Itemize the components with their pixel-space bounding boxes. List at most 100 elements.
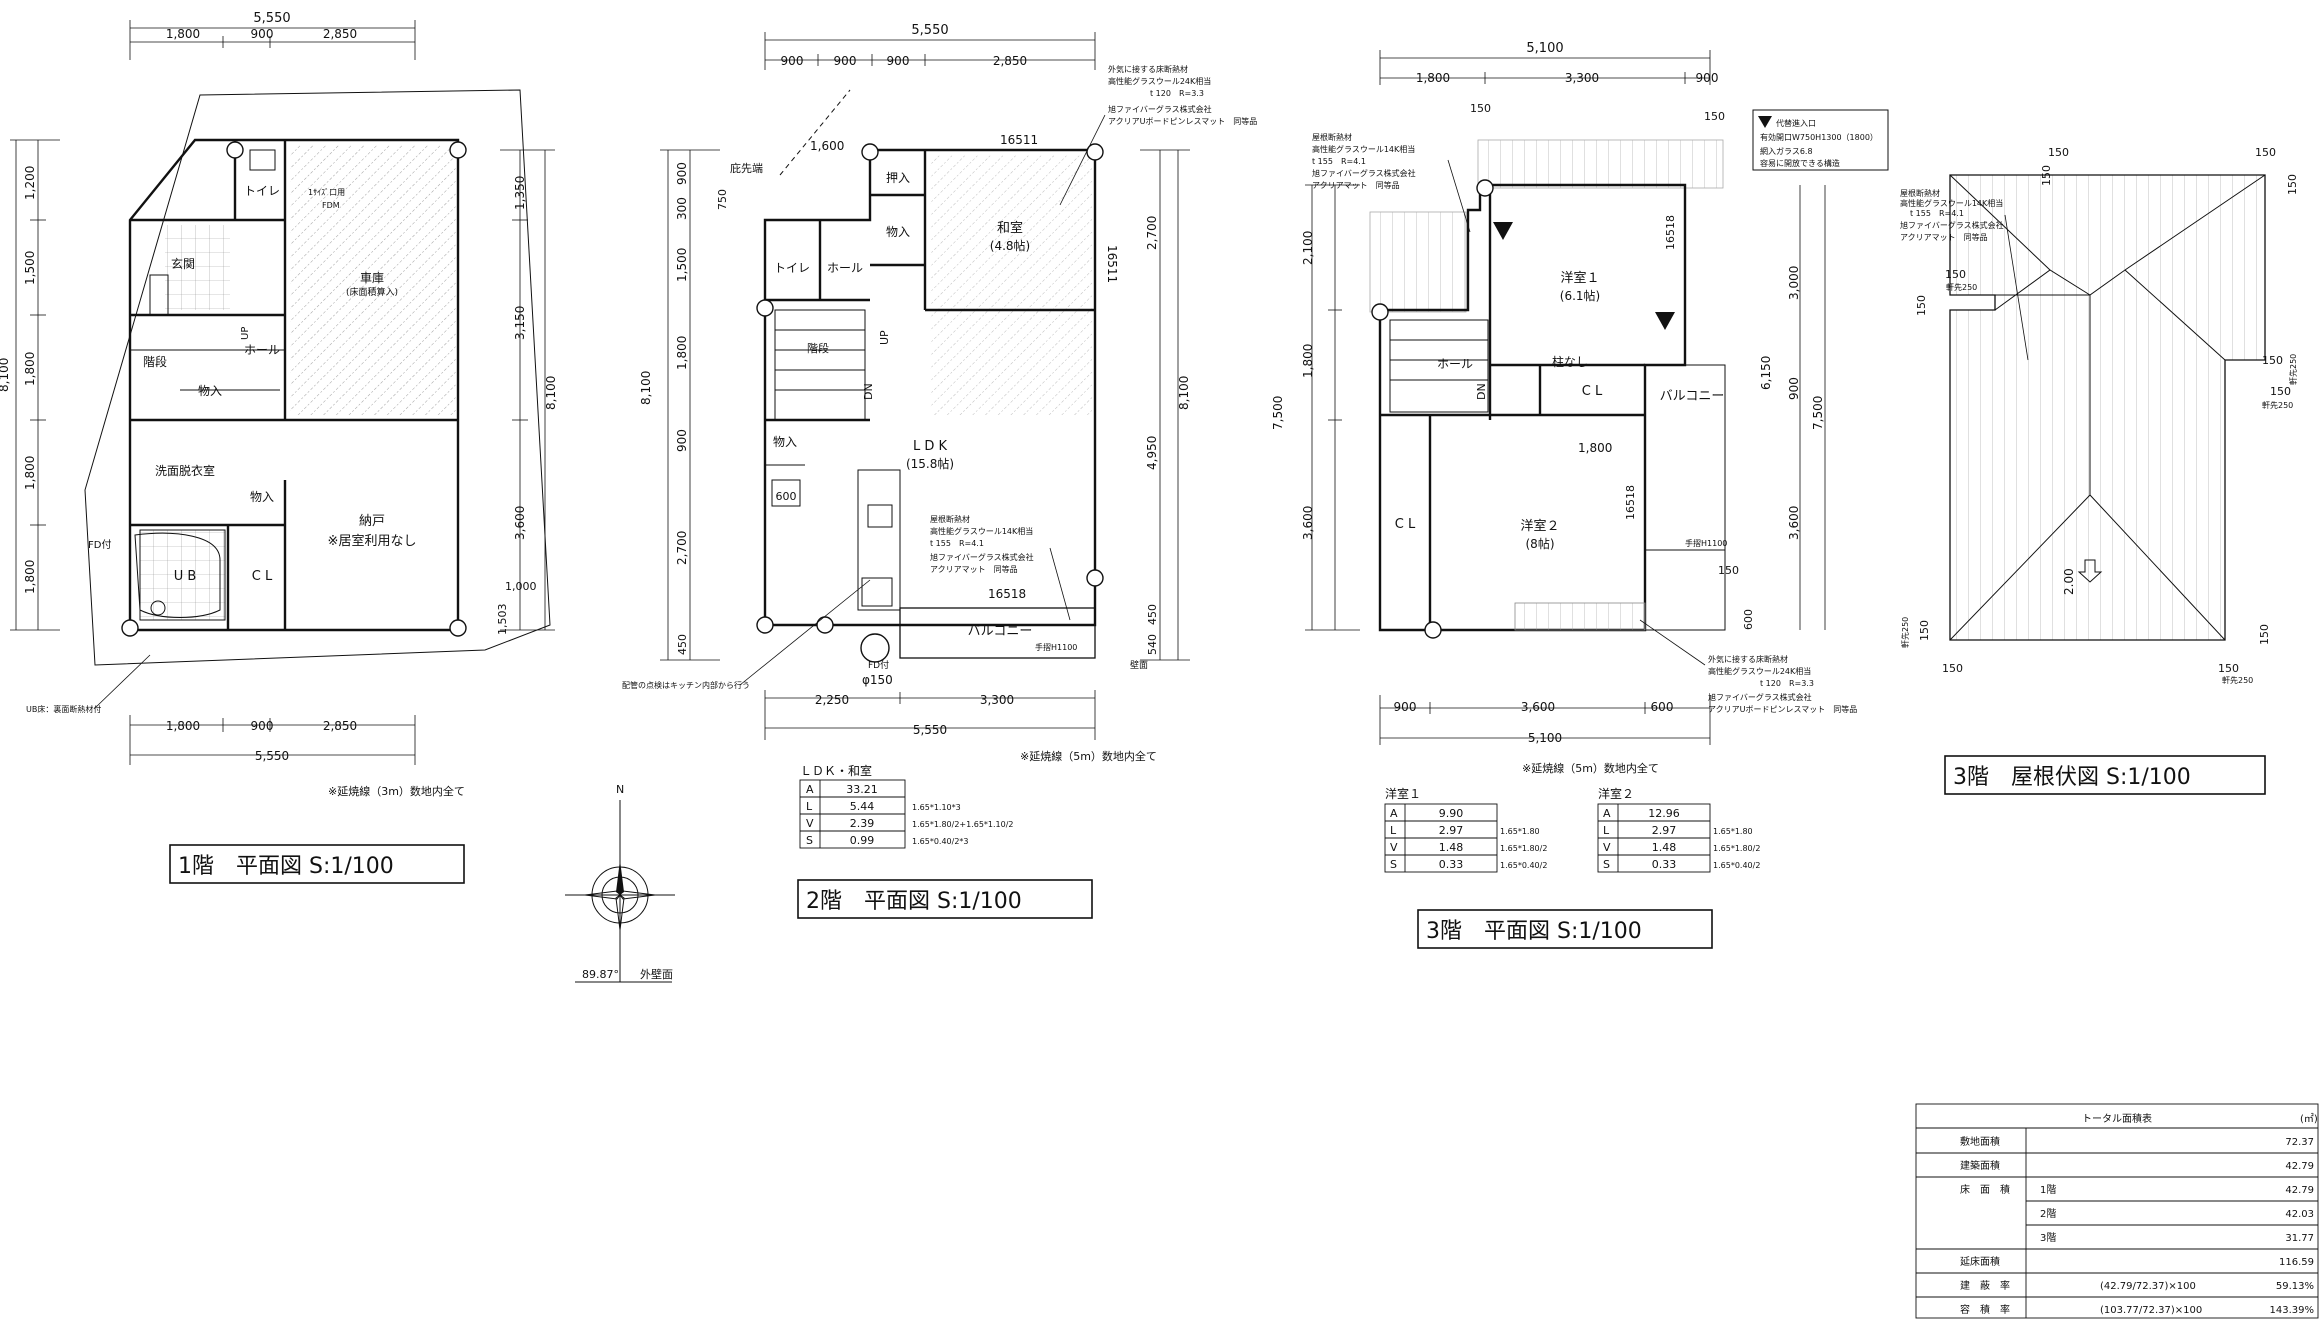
f3-note-1: 高性能グラスウール14K相当: [1312, 144, 1415, 154]
f3-room-youshitsu1-size: (6.1帖): [1560, 288, 1600, 303]
f3-room-balcony: バルコニー: [1660, 389, 1725, 404]
f1-room-nando: 納戸: [359, 514, 385, 529]
f2-left-dim-2: 300: [675, 197, 689, 220]
f3-t2-f3: 1.65*0.40/2: [1713, 861, 1760, 870]
roof-150-7: 150: [2262, 354, 2283, 367]
f2-top-total: 5,550: [911, 23, 948, 38]
f3-right-dim-3: 3,600: [1787, 506, 1801, 540]
floor3-plan: 5,100 1,800 3,300 900 150 150 洋室１ (6.1帖)…: [1271, 41, 1889, 949]
f3-bottom-dim-3: 600: [1651, 700, 1674, 714]
f3-mark-600: 600: [1742, 609, 1755, 630]
f1-right-dim-3: 3,600: [513, 506, 527, 540]
f3-room-youshitsu2: 洋室２: [1520, 518, 1559, 534]
f2-note-4: アクリアUボードピンレスマット 同等品: [1108, 116, 1257, 126]
floor2-plan: 5,550 900 900 900 2,850 1,600 庇先端: [622, 23, 1257, 919]
roof-note-1: 高性能グラスウール14K相当: [1900, 198, 2003, 208]
area-r1-label: 建築面積: [1960, 1159, 2000, 1172]
f2-t-k1: L: [806, 800, 813, 813]
roof-note-3: 旭ファイバーグラス株式会社: [1900, 220, 2004, 230]
f3-t1-title: 洋室１: [1385, 786, 1421, 801]
f2-t-f1: 1.65*1.10*3: [912, 803, 961, 812]
f1-room-hall: ホール: [244, 343, 280, 357]
f3-right-dim-2: 900: [1787, 377, 1801, 400]
roof-150-11: 150: [1942, 662, 1963, 675]
roof-150-9: 150: [1918, 620, 1931, 641]
roof-note-4: アクリアマット 同等品: [1900, 232, 1988, 242]
roof-note-0: 屋根断熱材: [1900, 188, 1940, 198]
f2-room-oshiire: 押入: [886, 171, 910, 185]
f3-legend-3: 容易に開放できる構造: [1760, 158, 1840, 168]
f3-table-2: 洋室２ A 12.96 L 2.97 1.65*1.80 V 1.48 1.65…: [1597, 786, 1760, 873]
f2-note-7: t 155 R=4.1: [930, 539, 984, 548]
f2-t-f2: 1.65*1.80/2+1.65*1.10/2: [912, 820, 1014, 829]
f2-t-v1: 5.44: [850, 800, 875, 813]
area-r6-label: 建 蔽 率: [1960, 1279, 2010, 1292]
f1-bottom-dim-1: 1,800: [166, 719, 200, 733]
f3-table-1: 洋室１ A 9.90 L 2.97 1.65*1.80 V 1.48 1.65*…: [1384, 786, 1547, 873]
f2-mark-fd: FD付: [868, 660, 889, 671]
area-r7-formula: (103.77/72.37)×100: [2100, 1305, 2202, 1316]
f3-left-dim-2: 1,800: [1301, 344, 1315, 378]
f1-left-dim-5: 1,800: [23, 560, 37, 594]
f2-insulation-note-bottom: 屋根断熱材 高性能グラスウール14K相当 t 155 R=4.1 旭ファイバーグ…: [930, 514, 1071, 621]
f1-left-total: 8,100: [0, 358, 11, 392]
area-r7-label: 容 積 率: [1960, 1303, 2010, 1316]
f3-left-dim-1: 2,100: [1301, 231, 1315, 265]
area-r3-sub: 2階: [2040, 1208, 2056, 1220]
f2-mark-phi: φ150: [862, 673, 893, 687]
f3-mark-dn: DN: [1475, 383, 1488, 400]
f2-mark-eave: 庇先端: [730, 161, 763, 175]
f3-right-dim-1: 3,000: [1787, 266, 1801, 300]
f2-top-dim-1: 900: [781, 54, 804, 68]
f3-mark-handrail: 手摺H1100: [1685, 538, 1727, 548]
compass-angle: 89.87°: [582, 968, 619, 981]
f2-t-v0: 33.21: [846, 783, 878, 796]
area-r4-sub: 3階: [2040, 1232, 2056, 1244]
f1-room-cl: C L: [252, 569, 273, 584]
area-r3-value: 42.03: [2285, 1209, 2314, 1220]
f3-room-nopillar: 柱なし: [1552, 354, 1588, 369]
f3-top-dim-1: 1,800: [1416, 71, 1450, 85]
total-area-table: トータル面積表 (㎡) 敷地面積 72.37 建築面積 42.79 床 面 積 …: [1915, 1103, 2319, 1319]
f2-left-dim-5: 900: [675, 429, 689, 452]
f2-note-10: 配管の点検はキッチン内部から行う: [622, 680, 750, 690]
area-title: トータル面積表: [2082, 1112, 2152, 1125]
f3-floor-insulation-note: 外気に接する床断熱材 高性能グラスウール24K相当 t 120 R=3.3 旭フ…: [1639, 619, 1857, 714]
f2-note-0: 外気に接する床断熱材: [1108, 64, 1188, 74]
f2-note-6: 高性能グラスウール14K相当: [930, 526, 1033, 536]
area-r4-value: 31.77: [2285, 1233, 2314, 1244]
f2-mark-up: UP: [878, 330, 891, 345]
f3-t1-f2: 1.65*1.80/2: [1500, 844, 1547, 853]
f2-note: ※延焼線（5m）数地内全て: [1020, 749, 1157, 763]
f3-note-9: アクリアUボードピンレスマット 同等品: [1708, 704, 1857, 714]
roof-plan: 2.00 屋根断熱材 高性能グラスウール14K相当 t 155 R=4.1 旭フ…: [1900, 146, 2299, 795]
f3-mark-1800: 1,800: [1578, 441, 1612, 455]
f3-right-total: 7,500: [1811, 396, 1825, 430]
f1-room-genkan: 玄関: [171, 256, 195, 271]
f2-right-dim-3: 450: [1146, 604, 1159, 625]
f3-legend-0: 代替進入口: [1776, 118, 1816, 128]
area-r0-value: 72.37: [2285, 1137, 2314, 1148]
f2-note-8: 旭ファイバーグラス株式会社: [930, 552, 1034, 562]
f2-area-table: ＬＤＫ・和室 A 33.21 L 5.44 1.65*1.10*3 V 2.39…: [799, 763, 1014, 849]
f3-room-cl2: C L: [1395, 517, 1416, 532]
f1-mark-up: UP: [240, 327, 251, 340]
f3-t1-k2: V: [1390, 841, 1398, 854]
f1-left-dim-2: 1,500: [23, 251, 37, 285]
area-unit: (㎡): [2300, 1113, 2318, 1125]
f2-t-v2: 2.39: [850, 817, 875, 830]
f3-t2-v1: 2.97: [1652, 824, 1677, 837]
f3-t2-k1: L: [1603, 824, 1610, 837]
roof-150-12: 150: [2218, 662, 2239, 675]
f2-bottom-total: 5,550: [913, 723, 947, 737]
f2-right-dim-1: 2,700: [1145, 216, 1159, 250]
area-r5-value: 116.59: [2279, 1257, 2314, 1268]
f1-mark-ubfloor: UB床：裏面断熱材付: [26, 704, 101, 714]
f3-top-total: 5,100: [1526, 41, 1563, 56]
f1-left-dim-4: 1,800: [23, 456, 37, 490]
roof-eave-3: 軒先250: [2222, 675, 2253, 685]
f2-top-dim-3: 900: [887, 54, 910, 68]
f1-right-total: 8,100: [544, 376, 558, 410]
f2-note-3: 旭ファイバーグラス株式会社: [1108, 104, 1212, 114]
f1-top-dim-2: 900: [251, 27, 274, 41]
